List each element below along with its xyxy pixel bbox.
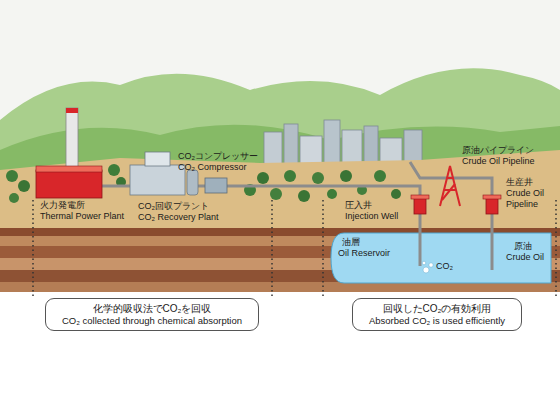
tree [284,170,296,182]
chimney [66,108,78,170]
tree [9,193,19,203]
co2-pipeline [227,186,420,198]
city [264,120,422,164]
tree [18,180,30,192]
plant-tower [145,152,170,166]
oil-reservoir: 油層Oil ReservoirCO₂ 原油Crude Oil [330,232,552,284]
wellhead [414,198,426,214]
pipelines [102,162,492,232]
part-label: 火力発電所 [40,200,85,211]
wellhead [486,198,498,214]
tree [312,172,324,184]
power-plant [36,108,102,198]
brackets [33,200,556,296]
wellhead-cap [411,195,429,199]
building [364,126,378,164]
dotted-bracket [32,200,34,296]
injection-pipe [419,232,422,266]
strata [0,228,560,292]
part-label: Thermal Power Plant [40,211,124,222]
tree [340,170,352,182]
dotted-bracket [322,200,324,296]
sky [0,0,560,230]
reservoir-label: 油層 [342,237,360,248]
reservoir-label: Oil Reservoir [338,248,390,259]
caption-english: CO₂ collected through chemical absorptio… [62,315,242,327]
plant-building [36,170,102,198]
derrick [440,166,460,206]
building [342,130,362,164]
part-label: Injection Well [345,211,398,222]
injection-wellhead [411,195,429,214]
production-pipe [491,214,494,232]
caption-japanese: 化学的吸収法でCO₂を回収 [62,302,242,315]
tree [391,189,401,199]
building [284,124,298,164]
compressor [205,178,227,193]
caption-english: Absorbed CO₂ is used efficiently [369,315,505,327]
part-label: 圧入井 [345,200,372,211]
co2-bubble [422,261,426,265]
co2-bubble [429,263,433,267]
reservoir-fill [331,233,551,283]
plant-building [130,165,185,195]
tree [327,189,337,199]
wellhead-cap [483,195,501,199]
tree [298,190,310,202]
part-label: CO₂ Recovery Plant [138,212,219,223]
derrick-brace [442,184,455,200]
tree [108,164,120,176]
reservoir-label: Crude Oil [506,252,544,263]
building [380,138,402,164]
derrick-frame [440,166,460,206]
plant-roof [36,166,102,172]
caption-box: 回収したCO₂の有効利用Absorbed CO₂ is used efficie… [352,298,522,331]
part-label: 生産井 [506,177,533,188]
building [300,136,322,164]
building [324,120,340,164]
ground-surface [0,150,560,228]
caption-japanese: 回収したCO₂の有効利用 [369,302,505,315]
tree [374,170,386,182]
dotted-bracket [555,200,557,296]
part-label: CO₂ Compressor [178,162,247,173]
tree [257,172,269,184]
part-label: CO₂コンプレッサー [178,151,258,162]
production-pipe [491,232,494,270]
co2-pipe [198,185,205,188]
caption-box: 化学的吸収法でCO₂を回収CO₂ collected through chemi… [45,298,259,331]
part-label: 原油パイプライン [462,145,534,156]
production-wellhead [483,195,501,214]
flue-gas-pipe [102,185,130,188]
tree [6,170,18,182]
derrick-bar [447,177,453,179]
dotted-bracket [271,200,273,296]
part-label: CO₂回収プラント [138,201,209,212]
part-label: Crude Oil Pipeline [462,156,535,167]
reservoir-label: CO₂ [436,261,453,272]
reservoir-label: 原油 [514,241,532,252]
building [404,130,422,164]
co2-bubble [423,267,429,273]
tree [270,188,282,200]
injection-pipe [419,214,422,232]
absorber-tank [187,170,198,195]
chimney-band [66,108,78,113]
building [264,132,282,164]
part-label: Crude Oil Pipeline [506,188,556,210]
